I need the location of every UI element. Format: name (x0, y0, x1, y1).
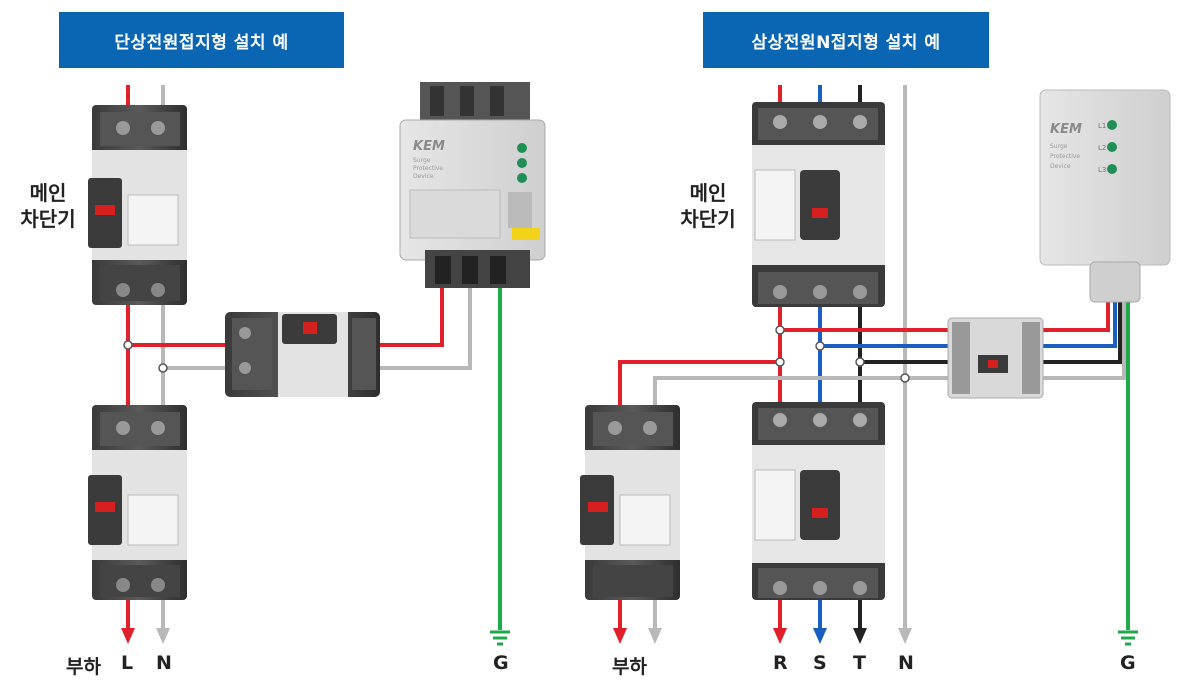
right-spd-brand: KEM (1050, 122, 1082, 137)
right-n-arrow (898, 628, 912, 644)
left-n-label: N (156, 652, 172, 674)
right-label-line2: 차단기 (680, 207, 736, 231)
left-spd-desc1: Surge (413, 157, 431, 164)
right-load-arrow-red (613, 628, 627, 644)
right-junctions (775, 325, 910, 383)
left-spd-desc3: Device (413, 173, 434, 180)
left-gray-to-spd (370, 285, 472, 370)
right-wires (618, 85, 1130, 630)
left-main-breaker (88, 105, 187, 305)
right-g-label: G (1120, 652, 1136, 674)
right-main-breaker (752, 102, 885, 307)
left-spd-device (399, 82, 546, 288)
right-load-arrow-gray (648, 628, 662, 644)
right-main-breaker-label: 메인 차단기 (672, 180, 744, 232)
right-load-breaker (580, 405, 680, 600)
right-title: 삼상전원N접지형 설치 예 (751, 32, 941, 53)
left-l-label: L (121, 652, 134, 674)
left-load-arrow-gray (156, 628, 170, 644)
left-load-breaker (88, 405, 187, 600)
left-spd-desc2: Protective (413, 165, 443, 172)
right-title-banner: 삼상전원N접지형 설치 예 (703, 12, 989, 68)
right-s-label: S (813, 652, 827, 674)
left-load-arrow-red (121, 628, 135, 644)
left-label-line2: 차단기 (20, 207, 76, 231)
right-spd-desc2: Protective (1050, 153, 1080, 160)
right-r-label: R (773, 652, 788, 674)
right-spd-breaker (947, 317, 1044, 399)
left-ground-symbol (490, 630, 510, 646)
left-junction-gray (158, 363, 168, 373)
right-lower-breaker (752, 402, 885, 600)
left-junction-red (123, 340, 133, 350)
left-title-banner: 단상전원접지형 설치 예 (59, 12, 344, 68)
left-wires (126, 85, 502, 630)
right-spd-desc1: Surge (1050, 143, 1068, 150)
left-label-line1: 메인 (29, 181, 67, 205)
right-n-to-load (653, 376, 905, 408)
right-ground-symbol (1118, 630, 1138, 646)
left-main-breaker-label: 메인 차단기 (18, 180, 78, 232)
right-spd-device (1039, 89, 1171, 303)
right-spd-led-l2: L2 (1098, 144, 1106, 152)
right-spd-led-l1: L1 (1098, 122, 1106, 130)
right-spd-desc3: Device (1050, 163, 1071, 170)
right-label-line1: 메인 (689, 181, 727, 205)
right-spd-led-l3: L3 (1098, 166, 1106, 174)
right-t-arrow (853, 628, 867, 644)
left-load-label: 부하 (66, 656, 101, 678)
left-spd-brand: KEM (413, 139, 445, 154)
right-r-to-load (618, 360, 780, 408)
right-n-label: N (898, 652, 914, 674)
right-load-label: 부하 (612, 656, 647, 678)
right-t-label: T (853, 652, 866, 674)
left-g-label: G (493, 652, 509, 674)
left-spd-breaker (225, 312, 380, 397)
left-red-to-spd (370, 285, 444, 347)
left-title: 단상전원접지형 설치 예 (114, 32, 289, 53)
right-s-arrow (813, 628, 827, 644)
right-r-arrow (773, 628, 787, 644)
